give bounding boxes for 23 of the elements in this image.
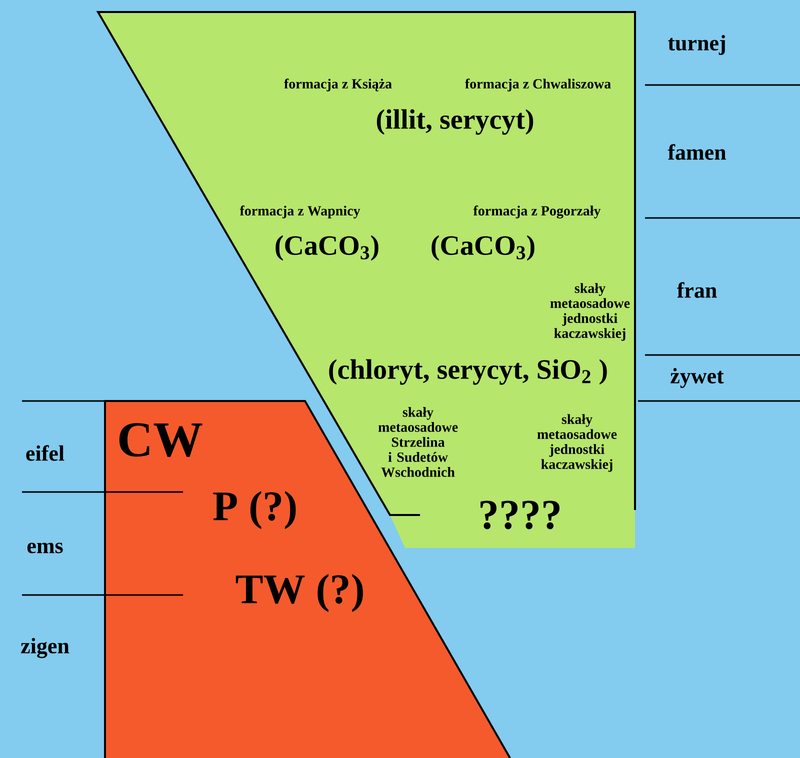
stage-label: ems [27,542,63,554]
formation-label: skały metaosadowe jednostki kaczawskiej [550,283,630,341]
formation-label: (CaCO$_{3}$) [276,235,378,261]
formation-label: skały metaosadowe jednostki kaczawskiej [537,414,617,472]
formation-label: formacja z Wapnicy [240,206,360,218]
formation-panel [96,11,636,548]
formation-label: formacja z Chwaliszowa [465,78,611,92]
formation-label: TW (?) [236,574,363,612]
formation-label: formacja z Pogorzały [473,206,601,218]
formation-label: formacja z Książa [284,78,392,92]
formation-label: ???? [480,500,560,530]
formation-label: (chloryt, serycyt, SiO$_{2}$ ) [329,359,607,385]
stage-label: zigen [20,638,70,658]
formation-label: CW [119,423,202,457]
stage-label: żywet [670,368,724,388]
formation-label: P (?) [213,490,296,530]
stage-label: famen [668,144,726,160]
stage-label: fran [677,282,717,298]
stage-label: turnej [668,35,725,55]
formation-label: skały metaosadowe Strzelina i Sudetów Wschodnich [378,407,458,477]
formation-label: (CaCO$_{3}$) [432,235,534,261]
formation-label: (illit, serycyt) [376,109,534,135]
stage-label: eifel [26,445,64,461]
